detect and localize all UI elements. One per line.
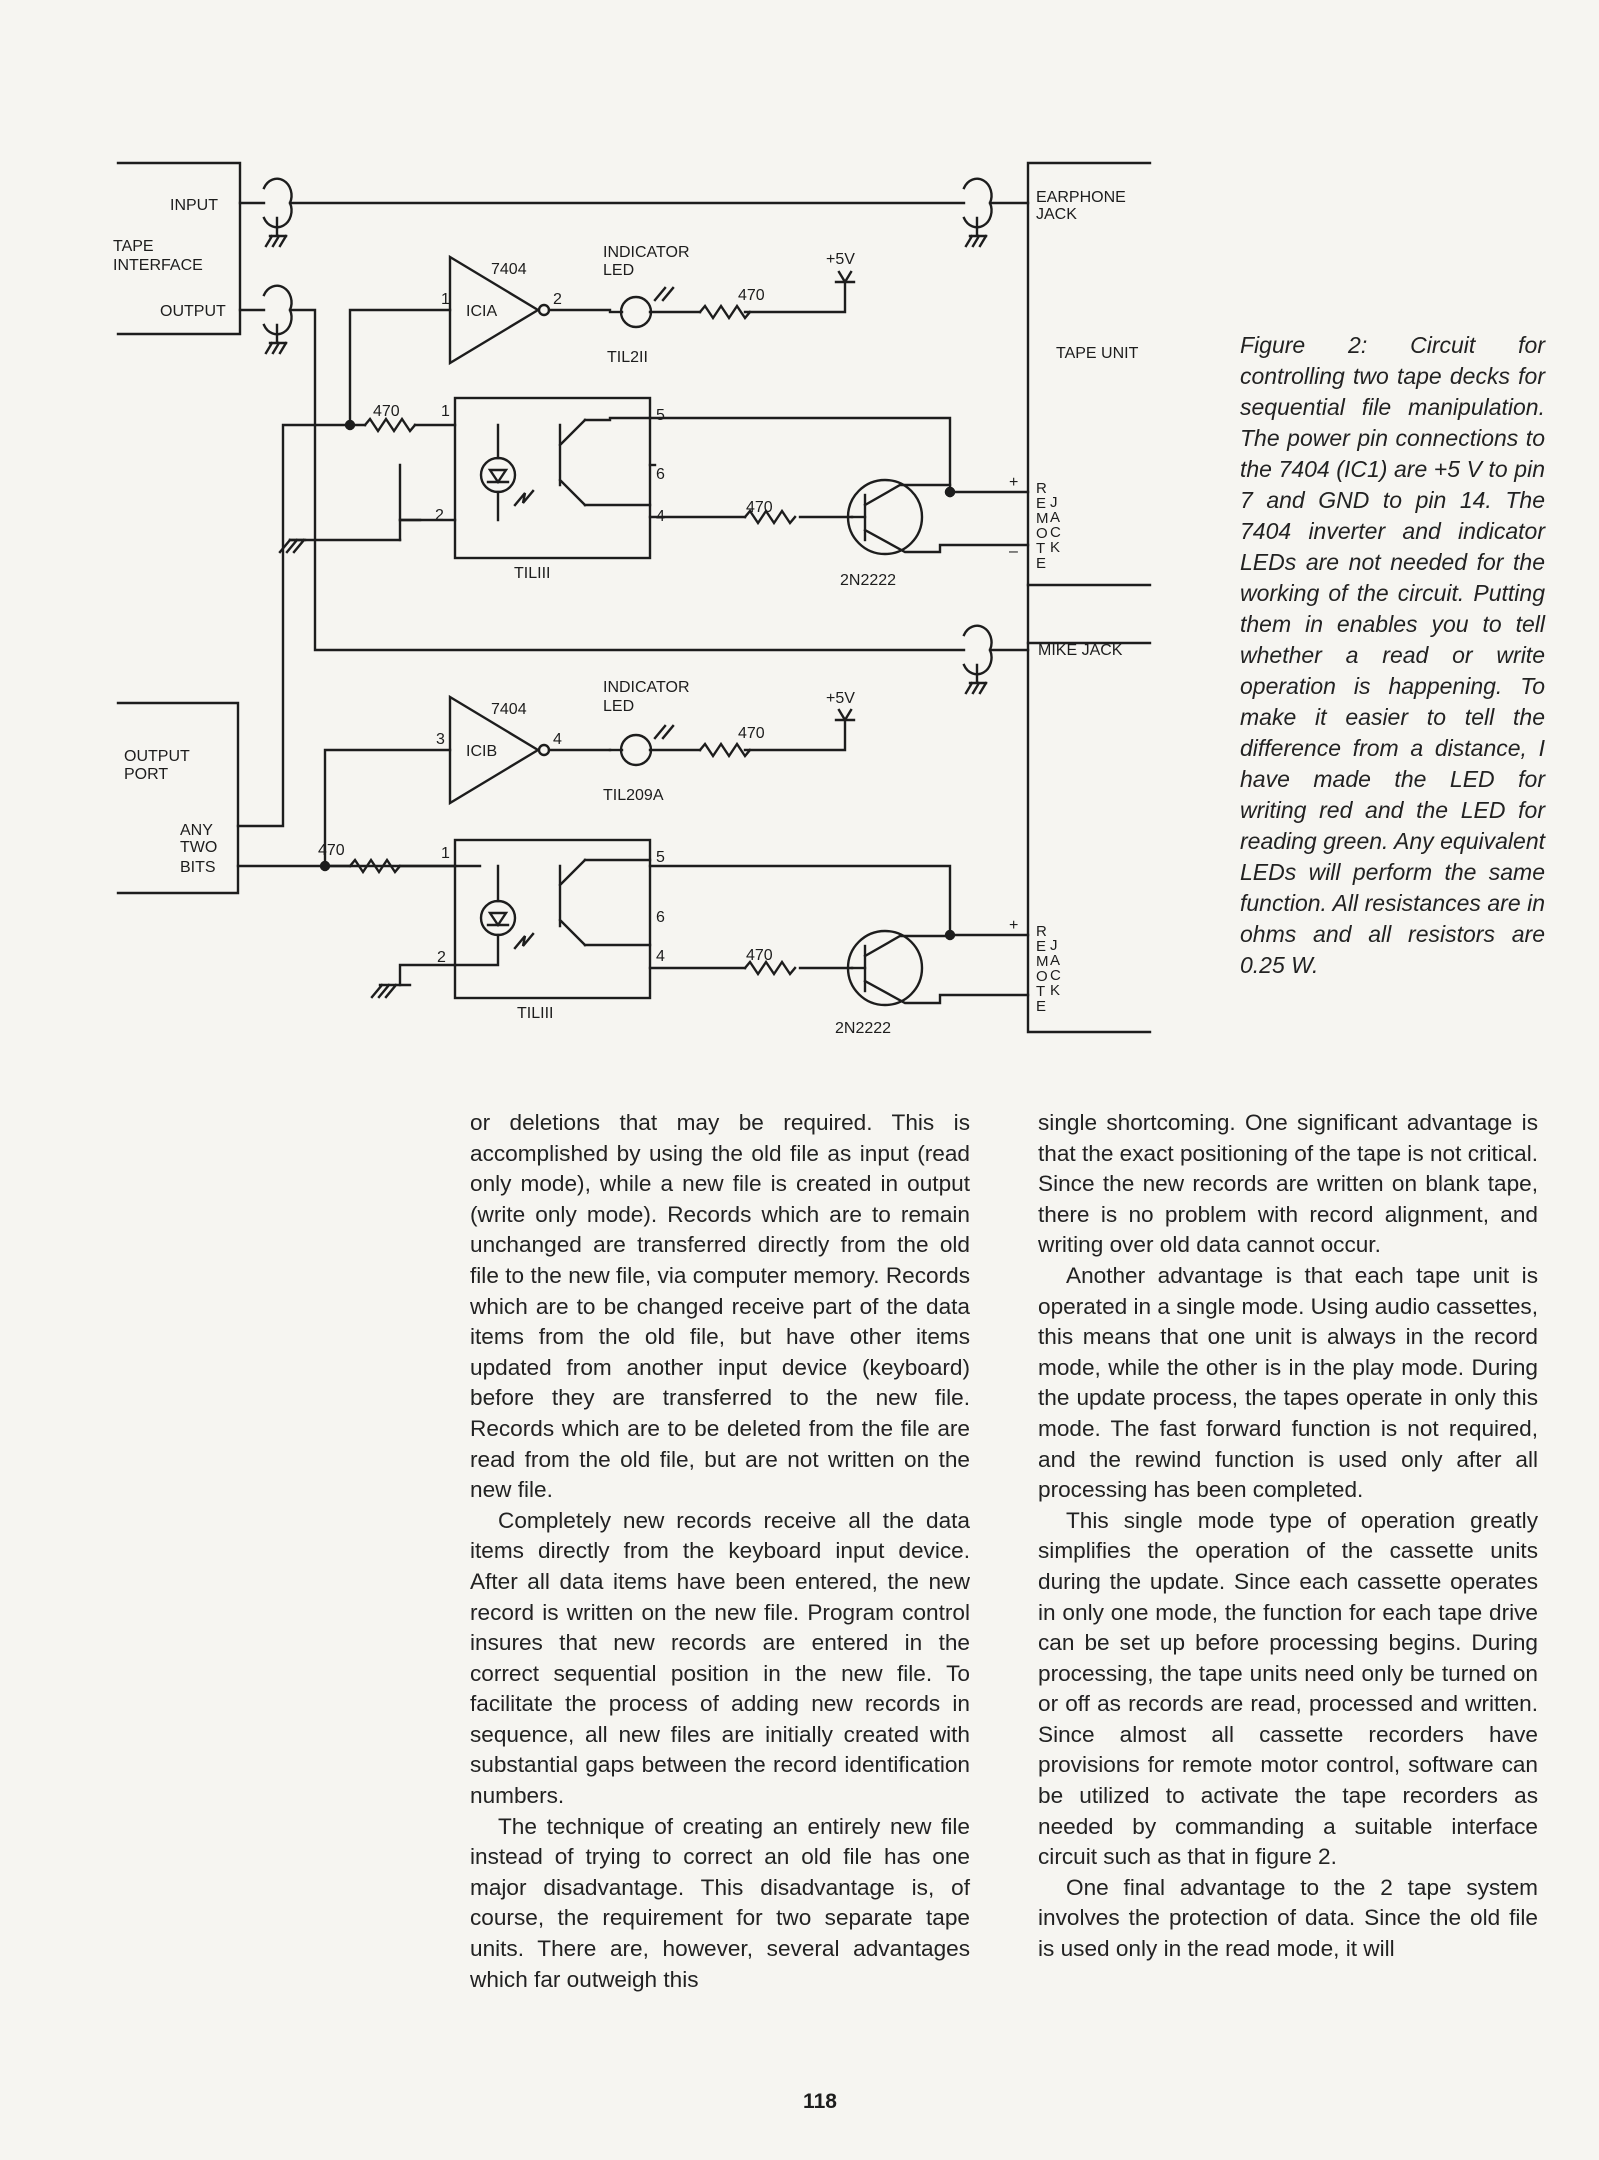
label-5v-bottom: +5V [826, 690, 855, 707]
page-number: 118 [803, 2090, 837, 2113]
right-paragraph: One final advantage to the 2 tape system… [1038, 1874, 1538, 1962]
circuit-schematic: INPUT TAPE INTERFACE OUTPUT OUTPUT PORT … [113, 161, 1152, 1037]
jack-bottom-letter: C [1050, 967, 1061, 984]
jack-top-letter: A [1050, 509, 1060, 526]
label-plus-top: + [1009, 474, 1018, 491]
label-r-led-top: 470 [738, 287, 765, 304]
label-plus-bottom: + [1009, 917, 1018, 934]
label-any: ANY [180, 822, 213, 839]
label-icib: ICIB [466, 743, 497, 760]
label-opto-top-pin4: 4 [656, 508, 665, 525]
label-til211: TIL2II [607, 349, 648, 366]
remote-bottom-letter: O [1036, 968, 1048, 985]
remote-top-letter: M [1036, 510, 1049, 527]
label-indicator-bottom: INDICATOR [603, 679, 690, 696]
label-tape-interface-1: TAPE [113, 238, 154, 255]
label-indicator-top: INDICATOR [603, 244, 690, 261]
label-pin2-top: 2 [553, 291, 562, 308]
label-output-port-2: PORT [124, 766, 168, 783]
label-r-base-bottom: 470 [746, 947, 773, 964]
label-opto-bottom-pin1: 1 [441, 845, 450, 862]
jack-top-letter: J [1050, 494, 1058, 511]
label-input: INPUT [170, 197, 218, 214]
left-paragraph: or deletions that may be required. This … [470, 1110, 970, 1503]
label-output: OUTPUT [160, 303, 226, 320]
label-two: TWO [180, 839, 217, 856]
label-earphone-jack: JACK [1036, 206, 1077, 223]
label-tape-interface-2: INTERFACE [113, 257, 203, 274]
label-opto-bottom-pin4: 4 [656, 948, 665, 965]
right-paragraph: Another advantage is that each tape unit… [1038, 1262, 1538, 1503]
label-led-bottom: LED [603, 698, 634, 715]
label-opto-bottom-pin2: 2 [437, 949, 446, 966]
label-r-base-top: 470 [746, 499, 773, 516]
label-tilIII-top: TILIII [514, 565, 550, 582]
label-r-led-bottom: 470 [738, 725, 765, 742]
label-icia: ICIA [466, 303, 497, 320]
right-column: single shortcoming. One significant adva… [1038, 1108, 1538, 1965]
label-7404-top: 7404 [491, 261, 527, 278]
left-paragraph: Completely new records receive all the d… [470, 1507, 970, 1809]
label-2n2222-top: 2N2222 [840, 572, 896, 589]
label-opto-top-pin5: 5 [656, 407, 665, 424]
jack-bottom-letter: A [1050, 952, 1060, 969]
label-opto-bottom-pin6: 6 [656, 909, 665, 926]
label-minus-top: – [1009, 543, 1018, 560]
label-tape-unit: TAPE UNIT [1056, 345, 1139, 362]
label-r-in-bottom: 470 [318, 842, 345, 859]
left-column: or deletions that may be required. This … [470, 1108, 970, 1995]
label-r-in-top: 470 [373, 403, 400, 420]
label-opto-top-pin1: 1 [441, 403, 450, 420]
remote-bottom-letter: E [1036, 938, 1046, 955]
label-pin4-bottom: 4 [553, 731, 562, 748]
label-opto-top-pin2: 2 [435, 507, 444, 524]
remote-bottom-letter: T [1036, 983, 1045, 1000]
remote-bottom-letter: R [1036, 923, 1047, 940]
label-pin1-top: 1 [441, 291, 450, 308]
jack-bottom-letter: J [1050, 937, 1058, 954]
jack-top-letter: K [1050, 539, 1060, 556]
remote-top-letter: E [1036, 495, 1046, 512]
label-led-top: LED [603, 262, 634, 279]
label-tilIII-bottom: TILIII [517, 1005, 553, 1022]
label-bits: BITS [180, 859, 216, 876]
label-output-port-1: OUTPUT [124, 748, 190, 765]
label-earphone: EARPHONE [1036, 189, 1126, 206]
left-paragraph: The technique of creating an entirely ne… [470, 1813, 970, 1992]
remote-top-letter: O [1036, 525, 1048, 542]
remote-top-letter: T [1036, 540, 1045, 557]
label-opto-bottom-pin5: 5 [656, 849, 665, 866]
label-pin3-bottom: 3 [436, 731, 445, 748]
remote-bottom-letter: E [1036, 998, 1046, 1015]
label-mike-jack: MIKE JACK [1038, 642, 1123, 659]
remote-top-letter: R [1036, 480, 1047, 497]
label-minus-bottom: – [1009, 986, 1018, 1003]
label-5v-top: +5V [826, 251, 855, 268]
right-paragraph: This single mode type of operation great… [1038, 1507, 1538, 1870]
label-7404-bottom: 7404 [491, 701, 527, 718]
label-2n2222-bottom: 2N2222 [835, 1020, 891, 1037]
jack-bottom-letter: K [1050, 982, 1060, 999]
figure-caption: Figure 2: Circuit for controlling two ta… [1240, 332, 1545, 978]
remote-top-letter: E [1036, 555, 1046, 572]
label-opto-top-pin6: 6 [656, 466, 665, 483]
label-til209a: TIL209A [603, 787, 664, 804]
jack-top-letter: C [1050, 524, 1061, 541]
right-paragraph: single shortcoming. One significant adva… [1038, 1110, 1538, 1258]
remote-bottom-letter: M [1036, 953, 1049, 970]
